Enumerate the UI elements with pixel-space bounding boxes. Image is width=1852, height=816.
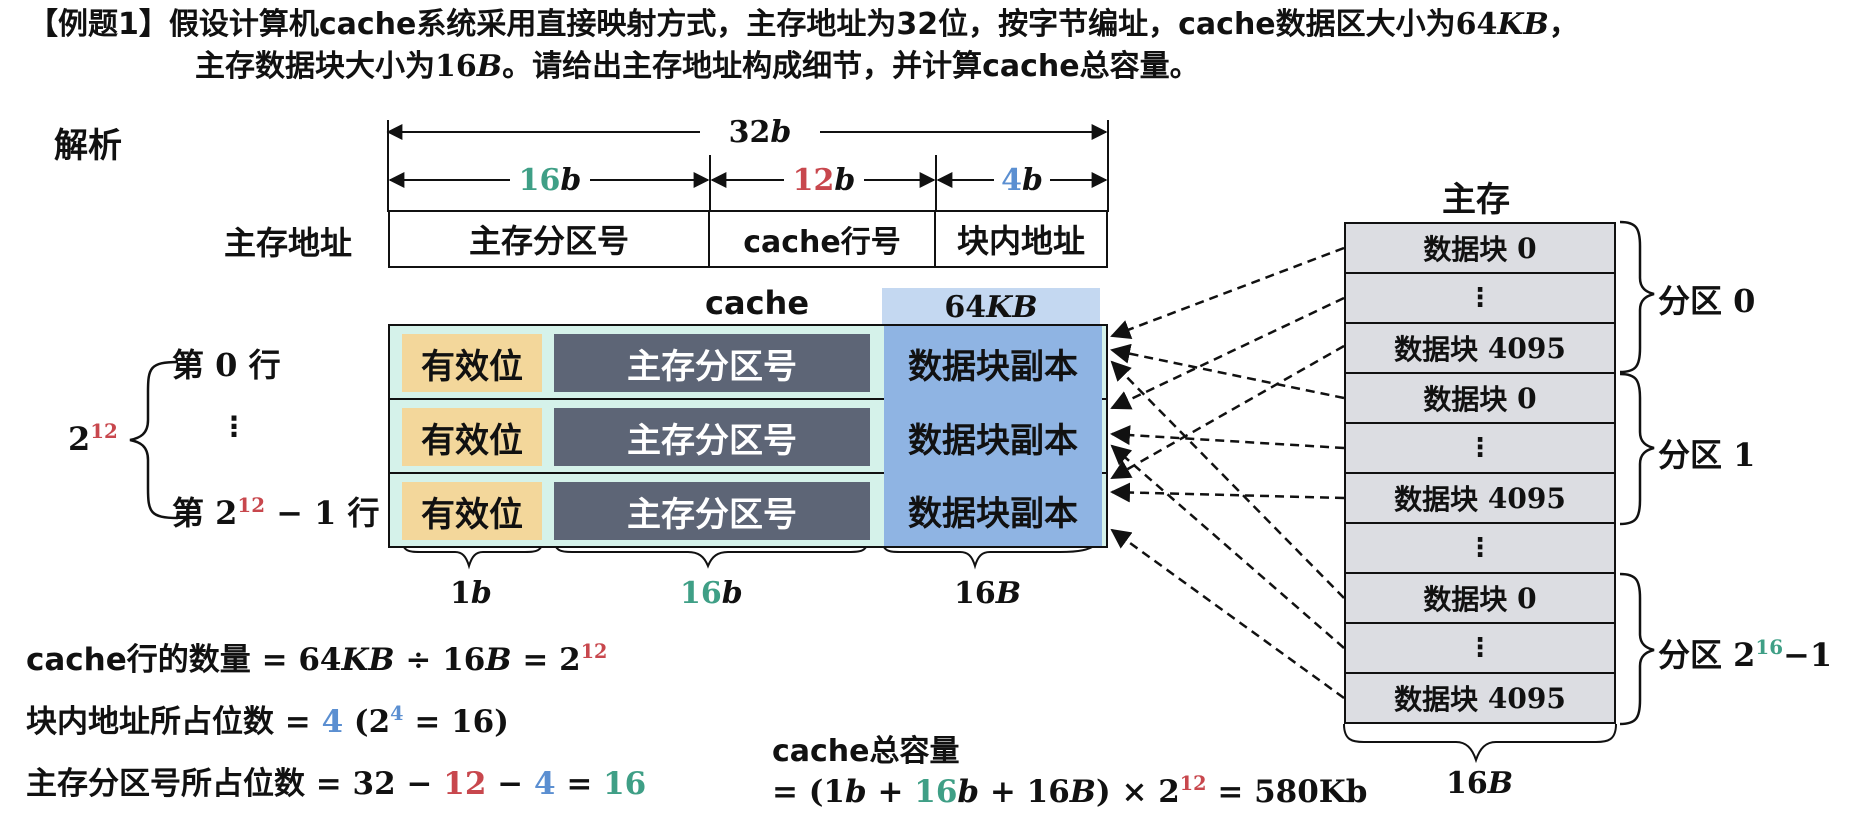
total-capacity-label: cache总容量 — [772, 734, 960, 769]
memory-block: 数据块 4095 — [1346, 324, 1614, 374]
memory-block: 数据块 4095 — [1394, 681, 1566, 717]
memory-dots: ⋮ — [1346, 524, 1614, 574]
data-copy-cell: 数据块副本 — [884, 474, 1102, 546]
memory-block: 数据块 4095 — [1346, 474, 1614, 524]
address-field-line: cache行号 — [710, 212, 936, 266]
valid-bit-cell: 有效位 — [402, 482, 542, 540]
address-format-bar: 主存分区号 cache行号 块内地址 — [388, 210, 1108, 268]
memory-dots: ⋮ — [1346, 274, 1614, 324]
tag-cell: 主存分区号 — [554, 408, 870, 466]
row-label-first: 第 0 行 — [172, 346, 281, 384]
partition-label-1: 分区 1 — [1658, 436, 1756, 474]
memory-block: 数据块 0 — [1346, 374, 1614, 424]
address-field-offset: 块内地址 — [956, 222, 1085, 260]
memory-block-size: 16B — [1446, 766, 1514, 801]
memory-block: 数据块 0 — [1346, 574, 1614, 624]
address-field-tag: 主存分区号 — [390, 212, 710, 266]
address-label: 主存地址 — [224, 224, 353, 262]
tag-cell: 主存分区号 — [554, 334, 870, 392]
memory-dots: ⋮ — [1346, 424, 1614, 474]
cache-title: cache — [705, 284, 810, 322]
total-capacity-formula: = (1b + 16b + 16B) × 212 = 580Kb — [772, 772, 1368, 810]
data-copy-cell: 数据块副本 — [884, 326, 1102, 400]
cache-row-first: 有效位 主存分区号 数据块副本 — [390, 326, 1106, 400]
formula-offset-bits: 块内地址所占位数 = 4 (24 = 16) — [26, 702, 509, 740]
valid-bit-cell: 有效位 — [402, 408, 542, 466]
row-label-last: 第 212 − 1 行 — [172, 492, 380, 532]
valid-bit-cell: 有效位 — [402, 334, 542, 392]
cache-row-last: 有效位 主存分区号 数据块副本 — [390, 474, 1106, 546]
memory-title: 主存 — [1442, 180, 1510, 220]
cache-table: 有效位 主存分区号 数据块副本 有效位 主存分区号 数据块副本 有效位 主存分区… — [388, 324, 1108, 548]
width-label-tag: 16b — [680, 576, 743, 611]
partition-label-0: 分区 0 — [1658, 282, 1756, 320]
analysis-label: 解析 — [54, 126, 122, 166]
row-label-dots: ⋮ — [220, 410, 248, 443]
memory-block: 数据块 0 — [1346, 224, 1614, 274]
partition-label-last: 分区 216−1 — [1658, 634, 1833, 674]
cache-row-middle: 有效位 主存分区号 数据块副本 — [390, 400, 1106, 474]
tag-cell: 主存分区号 — [554, 482, 870, 540]
formula-cache-lines: cache行的数量 = 64KB ÷ 16B = 212 — [26, 640, 608, 678]
data-copy-cell: 数据块副本 — [884, 400, 1102, 474]
question-line-1: 【例题1】假设计算机cache系统采用直接映射方式，主存地址为32位，按字节编址… — [28, 7, 1579, 42]
memory-table: 数据块 0 ⋮ 数据块 4095 数据块 0 ⋮ 数据块 4095 ⋮ 数据块 … — [1344, 222, 1616, 724]
memory-dots: ⋮ — [1346, 624, 1614, 674]
row-count-label: 212 — [68, 418, 118, 458]
formula-tag-bits: 主存分区号所占位数 = 32 − 12 − 4 = 16 — [26, 766, 647, 802]
width-label-valid: 1b — [450, 576, 492, 611]
width-label-data: 16B — [954, 576, 1022, 611]
question-line-2: 主存数据块大小为16B。请给出主存地址构成细节，并计算cache总容量。 — [195, 49, 1200, 84]
